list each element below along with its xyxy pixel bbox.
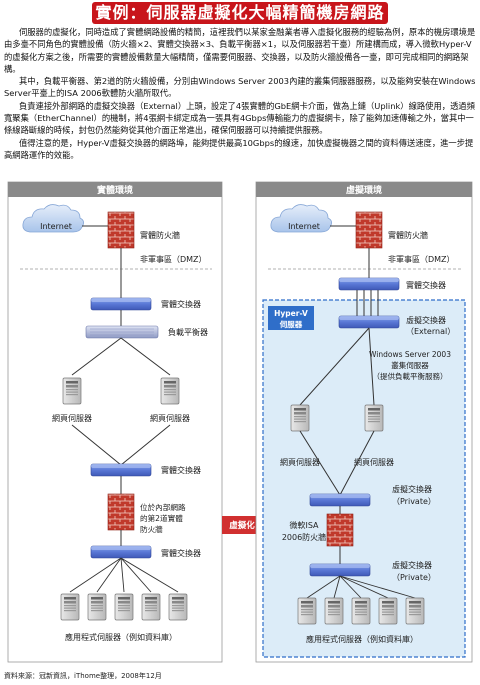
vswitch-priv2-label: （Private） <box>392 573 436 582</box>
virtual-header: 虛擬環境 <box>346 184 382 196</box>
physical-switch-icon <box>90 545 152 559</box>
uplink-lines <box>356 290 379 316</box>
apps-label: 應用程式伺服器（例如資料庫） <box>306 634 418 644</box>
cluster-label: 叢集伺服器 <box>391 360 429 370</box>
isa-label: 2006防火牆 <box>282 532 326 542</box>
intro-paragraph-4: 值得注意的是，Hyper-V虛擬交換器的網路埠，能夠提供最高10Gbps的線速，… <box>4 137 474 160</box>
arrow-label: 虛擬化 <box>229 520 255 531</box>
fw2-label-line: 位於內部網路 <box>140 502 186 512</box>
cluster-label: （提供負載平衡服務） <box>373 371 448 381</box>
intro-paragraph-2: 其中，負載平衡器、第2道的防火牆設備，分別由Windows Server 200… <box>4 76 476 99</box>
hyperv-host-box <box>262 299 466 658</box>
hyperv-label-line: Hyper-V <box>274 309 308 318</box>
firewall-icon <box>355 211 383 249</box>
internet-label: Internet <box>40 222 72 231</box>
virtual-switch-private-icon <box>309 493 371 507</box>
isa-label: 微軟ISA <box>289 520 319 530</box>
app-server-icon <box>351 597 371 625</box>
physical-switch-icon <box>90 297 152 311</box>
app-server-icon <box>60 593 80 621</box>
physical-switch-icon <box>338 277 400 291</box>
app-server-icon <box>378 597 398 625</box>
vswitch-ext-label: （External） <box>406 327 455 336</box>
app-server-icon <box>297 597 317 625</box>
switch2-label: 實體交換器 <box>161 465 201 475</box>
physical-switch-icon <box>90 463 152 477</box>
fw2-label-line: 防火牆 <box>140 524 163 534</box>
internet-cloud-icon <box>270 204 332 233</box>
app-server-icon <box>405 597 425 625</box>
physical-header: 實體環境 <box>97 184 133 196</box>
dmz-label: 非軍事區（DMZ） <box>388 254 455 264</box>
switch1-label: 實體交換器 <box>161 299 201 309</box>
web-server-label: 網頁伺服器 <box>52 413 92 423</box>
web-server-label: 網頁伺服器 <box>150 413 190 423</box>
switch1-label: 實體交換器 <box>406 280 446 290</box>
internal-firewall-icon <box>107 493 135 531</box>
firewall-label: 實體防火牆 <box>140 230 180 240</box>
cluster-label: Windows Server 2003 <box>369 350 451 359</box>
app-server-icon <box>324 597 344 625</box>
app-server-icon <box>87 593 107 621</box>
internet-cloud-icon <box>22 204 84 233</box>
vswitch-priv1-label: 虛擬交換器 <box>392 484 432 494</box>
web-server-icon <box>160 377 180 405</box>
vswitch-priv2-label: 虛擬交換器 <box>392 560 432 570</box>
firewall-label: 實體防火牆 <box>388 230 428 240</box>
intro-text: 伺服器的虛擬化，同時造成了實體網路設備的精簡，這裡我們以某家金融業者導入虛擬化服… <box>4 26 476 161</box>
virtual-switch-private-icon <box>309 563 371 577</box>
hyperv-badge <box>268 306 314 330</box>
isa-firewall-icon <box>326 513 354 547</box>
vswitch-priv1-label: （Private） <box>392 497 436 506</box>
hyperv-label-line: 伺服器 <box>279 319 303 329</box>
switch3-label: 實體交換器 <box>161 548 201 558</box>
lb-label: 負載平衡器 <box>168 327 208 337</box>
intro-paragraph-1: 伺服器的虛擬化，同時造成了實體網路設備的精簡，這裡我們以某家金融業者導入虛擬化服… <box>4 27 476 74</box>
internet-label: Internet <box>288 222 320 231</box>
apps-label: 應用程式伺服器（例如資料庫） <box>65 632 177 642</box>
web-server-icon <box>364 404 384 432</box>
web-server-icon <box>290 404 310 432</box>
web-server-label: 網頁伺服器 <box>354 457 394 467</box>
dmz-label: 非軍事區（DMZ） <box>140 254 207 264</box>
fw2-label-line: 的第2道實體 <box>140 513 183 523</box>
physical-environment-panel: 實體環境 <box>7 181 223 663</box>
intro-paragraph-3: 負責連接外部網路的虛擬交換器（External）上頭，設定了4張實體的GbE網卡… <box>4 100 475 136</box>
vswitch-ext-label: 虛擬交換器 <box>406 315 446 325</box>
firewall-icon <box>107 211 135 249</box>
web-server-label: 網頁伺服器 <box>280 457 320 467</box>
page-title: 實例：伺服器虛擬化大幅精簡機房網路架構 <box>95 3 385 44</box>
source-note: 資料來源：冠新資訊，iThome整理，2008年12月 <box>4 672 162 680</box>
app-server-icon <box>114 593 134 621</box>
load-balancer-icon <box>85 325 159 339</box>
app-server-icon <box>168 593 188 621</box>
web-server-icon <box>62 377 82 405</box>
app-server-icon <box>141 593 161 621</box>
title-banner: 實例：伺服器虛擬化大幅精簡機房網路架構 <box>92 2 388 44</box>
virtual-switch-external-icon <box>338 315 400 329</box>
